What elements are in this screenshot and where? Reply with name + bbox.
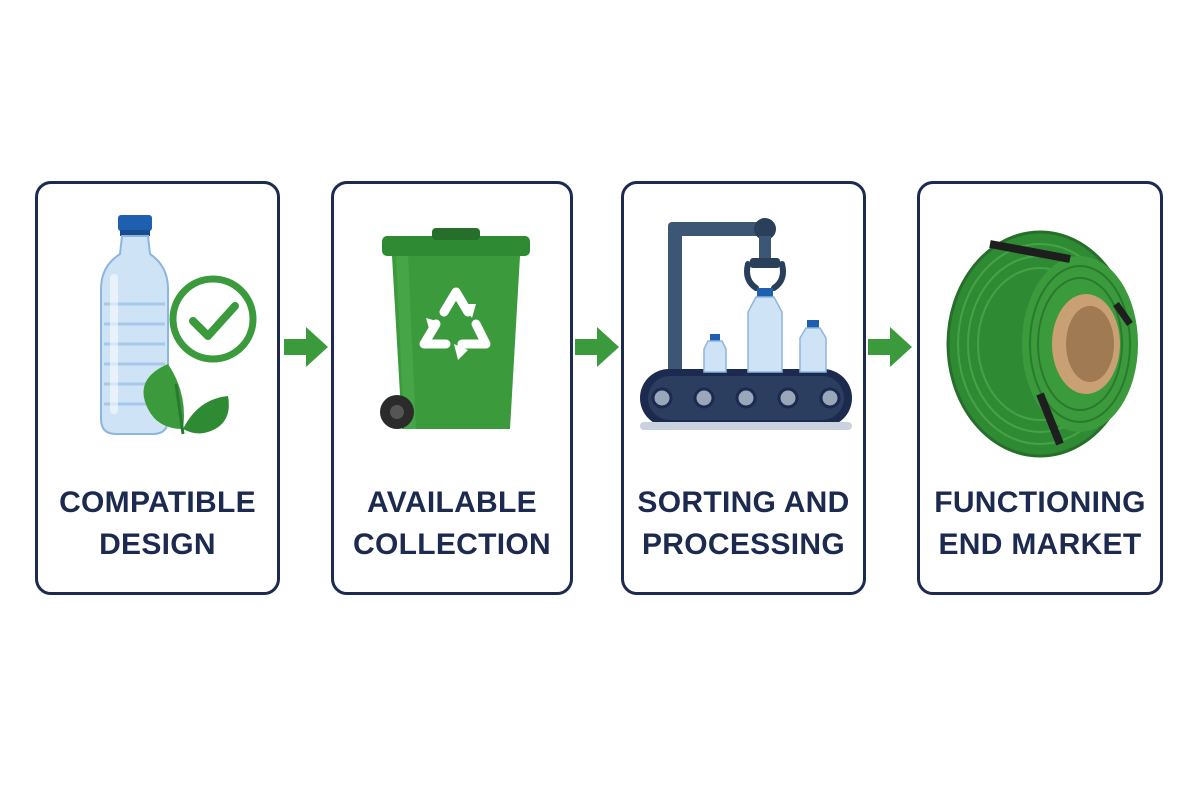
step-label-line2: DESIGN: [99, 528, 216, 561]
recycling-bin-icon: [380, 228, 530, 429]
step-card-sorting-processing: SORTING AND PROCESSING: [621, 181, 866, 595]
step-card-functioning-end-market: FUNCTIONING END MARKET: [917, 181, 1163, 595]
bottle-icon: [747, 288, 783, 373]
conveyor-robot-arm-icon: [640, 218, 852, 430]
leaf-icon: [143, 364, 229, 435]
step-label-line1: AVAILABLE: [367, 486, 537, 519]
plastic-bottle-icon: [100, 215, 257, 435]
step-card-compatible-design: COMPATIBLE DESIGN: [35, 181, 280, 595]
arrow-right-icon: [575, 327, 619, 367]
bottle-icon: [703, 334, 727, 373]
step-label: FUNCTIONING END MARKET: [920, 482, 1160, 566]
step-label-line1: SORTING AND: [637, 486, 850, 519]
step-label-line2: END MARKET: [938, 528, 1142, 561]
step-label-line1: COMPATIBLE: [59, 486, 256, 519]
checkmark-icon: [169, 275, 257, 363]
arrow-right-icon: [284, 327, 328, 367]
step-label: AVAILABLE COLLECTION: [334, 482, 570, 566]
step-label-line2: COLLECTION: [353, 528, 551, 561]
step-label: SORTING AND PROCESSING: [624, 482, 863, 566]
step-label-line2: PROCESSING: [641, 528, 846, 561]
step-card-available-collection: AVAILABLE COLLECTION: [331, 181, 573, 595]
step-label-line1: FUNCTIONING: [934, 486, 1146, 519]
bottle-icon: [799, 320, 827, 373]
arrow-right-icon: [868, 327, 912, 367]
strapping-coil-icon: [946, 230, 1138, 458]
step-label: COMPATIBLE DESIGN: [38, 482, 277, 566]
